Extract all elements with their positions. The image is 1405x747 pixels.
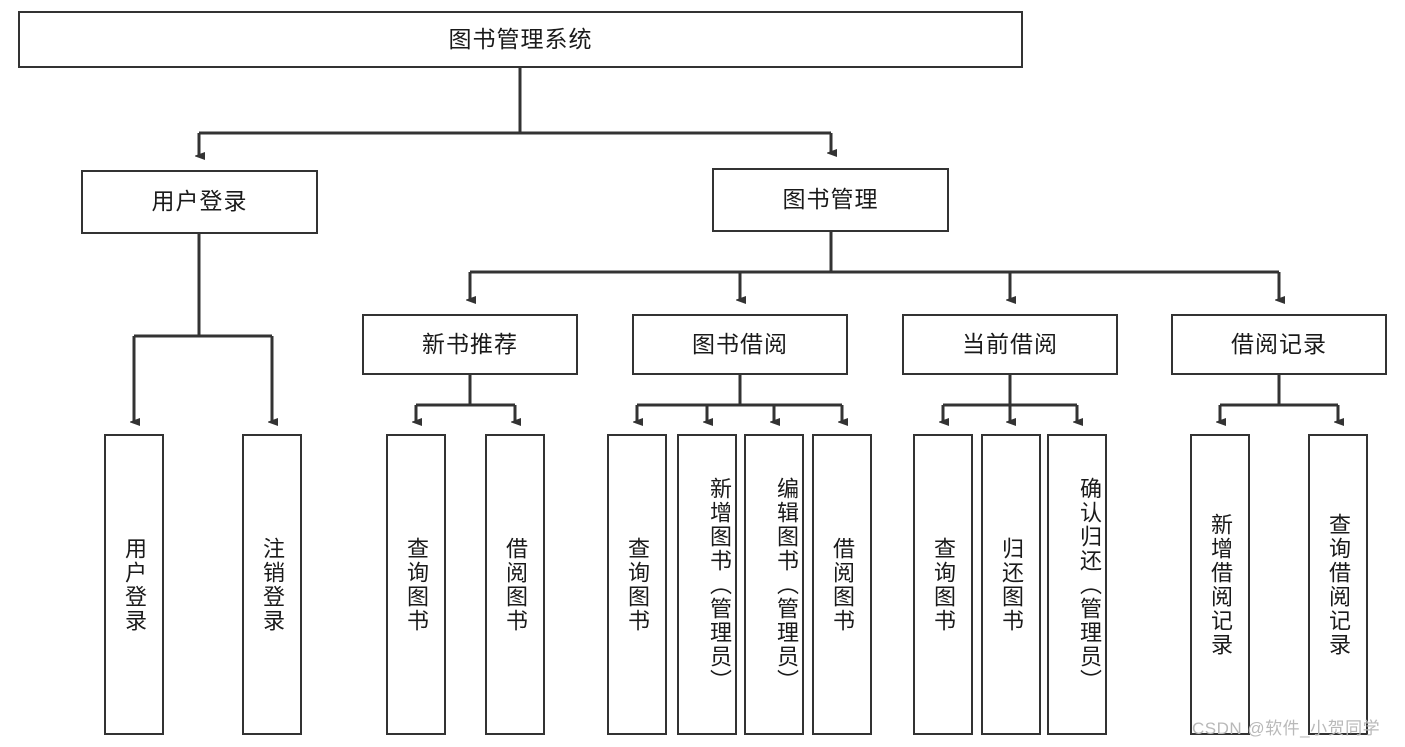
node-label: 新书推荐: [422, 330, 518, 357]
node-current-borrowing[interactable]: 当前借阅: [902, 314, 1118, 375]
leaf-edit-book-admin[interactable]: 编辑图书（管理员）: [744, 434, 804, 735]
csdn-watermark: CSDN @软件_小贺同学: [1192, 719, 1381, 738]
node-label: 归还图书: [999, 536, 1024, 633]
node-label: 当前借阅: [962, 330, 1058, 357]
node-label: 用户登录: [122, 536, 147, 633]
node-label: 用户登录: [151, 188, 248, 215]
node-new-book-recommendation[interactable]: 新书推荐: [362, 314, 578, 375]
node-label: 新增图书（管理员）: [707, 476, 732, 693]
leaf-return-books[interactable]: 归还图书: [981, 434, 1041, 735]
node-label: 借阅图书: [503, 536, 528, 633]
node-label: 图书借阅: [692, 330, 788, 357]
leaf-borrow-books[interactable]: 借阅图书: [812, 434, 872, 735]
leaf-query-borrow-record[interactable]: 查询借阅记录: [1308, 434, 1368, 735]
leaf-confirm-return-admin[interactable]: 确认归还（管理员）: [1047, 434, 1107, 735]
leaf-query-books-current[interactable]: 查询图书: [913, 434, 973, 735]
leaf-logout[interactable]: 注销登录: [242, 434, 302, 735]
node-label: 借阅图书: [830, 536, 855, 633]
node-label: 查询图书: [931, 536, 956, 633]
node-label: 查询图书: [404, 536, 429, 633]
leaf-add-borrow-record[interactable]: 新增借阅记录: [1190, 434, 1250, 735]
leaf-borrow-books-newbook[interactable]: 借阅图书: [485, 434, 545, 735]
node-borrowing-records[interactable]: 借阅记录: [1171, 314, 1387, 375]
node-book-management-system[interactable]: 图书管理系统: [18, 11, 1023, 68]
node-book-borrowing[interactable]: 图书借阅: [632, 314, 848, 375]
node-label: 查询图书: [625, 536, 650, 633]
leaf-user-login[interactable]: 用户登录: [104, 434, 164, 735]
node-label: 图书管理: [782, 186, 879, 213]
node-label: 编辑图书（管理员）: [774, 476, 799, 693]
node-label: 新增借阅记录: [1208, 512, 1233, 657]
leaf-add-book-admin[interactable]: 新增图书（管理员）: [677, 434, 737, 735]
node-label: 确认归还（管理员）: [1077, 476, 1102, 693]
node-label: 借阅记录: [1231, 330, 1327, 357]
leaf-query-books-newbook[interactable]: 查询图书: [386, 434, 446, 735]
leaf-query-books-borrow[interactable]: 查询图书: [607, 434, 667, 735]
node-user-login[interactable]: 用户登录: [81, 170, 318, 234]
node-label: 图书管理系统: [448, 25, 593, 52]
node-label: 查询借阅记录: [1326, 512, 1351, 657]
node-book-management[interactable]: 图书管理: [712, 168, 949, 232]
node-label: 注销登录: [260, 536, 285, 633]
